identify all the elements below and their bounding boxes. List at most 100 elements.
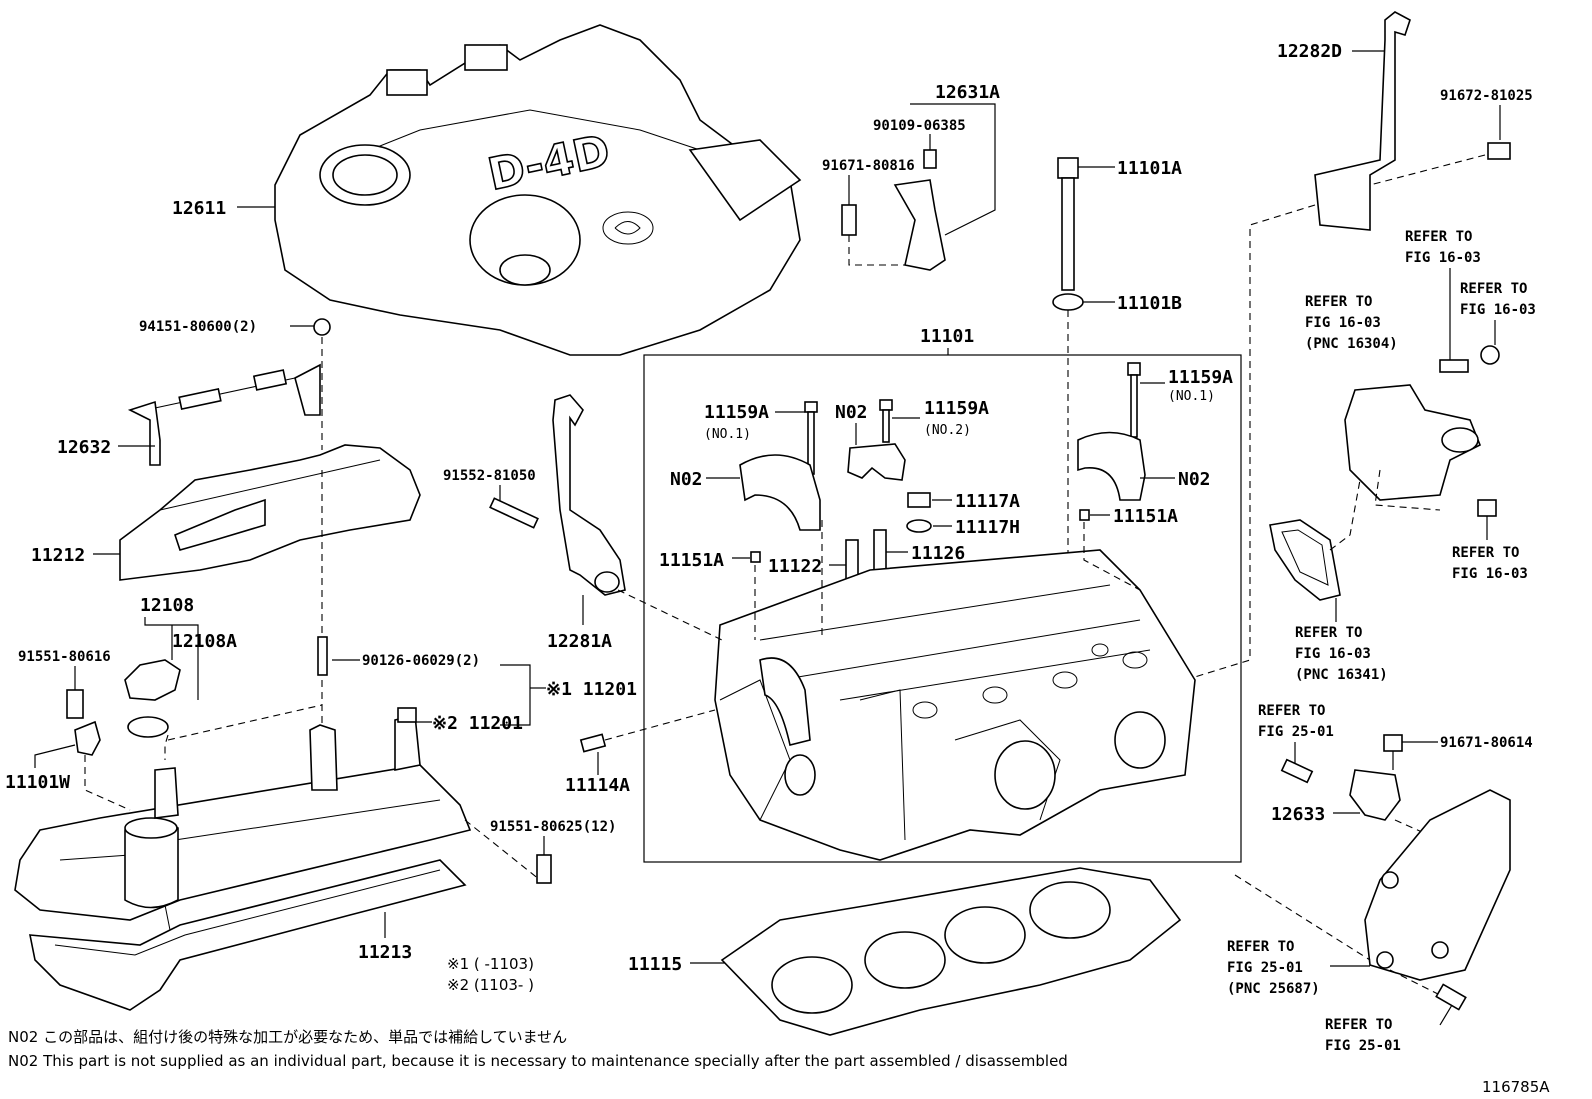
bolt-90109 (923, 149, 937, 169)
ref5-line2: FIG 16-03 (1295, 646, 1371, 662)
label-12631A: 12631A (935, 82, 1000, 103)
label-91551-80616: 91551-80616 (18, 649, 111, 665)
ref6-line2: FIG 25-01 (1258, 724, 1334, 740)
label-12108: 12108 (140, 595, 194, 616)
gasket-11213 (29, 859, 467, 1011)
label-12108A: 12108A (172, 631, 237, 652)
bolt-11101A-shank (1061, 177, 1075, 291)
label-11117A: 11117A (955, 491, 1020, 512)
oil-filler-cap-12108 (124, 659, 181, 701)
label-11159A-a: 11159A (704, 402, 769, 423)
label-11101: 11101 (920, 326, 974, 347)
footnote-en: N02 This part is not supplied as an indi… (8, 1052, 1068, 1070)
serial-note-1: ※1 ( -1103) (447, 955, 534, 973)
head-gasket-11115 (720, 867, 1182, 1036)
label-11101W: 11101W (5, 772, 70, 793)
label-91671-80816: 91671-80816 (822, 158, 915, 174)
label-11159A-c-sub: (NO.1) (1168, 389, 1215, 404)
label-11151A-a: 11151A (659, 550, 724, 571)
label-90109-06385: 90109-06385 (873, 118, 966, 134)
ref5-line3: (PNC 16341) (1295, 667, 1388, 683)
label-11101B: 11101B (1117, 293, 1182, 314)
bolt-91671-80614 (1383, 734, 1403, 752)
bolt-16-03 (1477, 499, 1497, 517)
serial-note-2: ※2 (1103- ) (447, 976, 534, 994)
bracket-12633 (1349, 769, 1401, 821)
ref1-line2: FIG 16-03 (1405, 250, 1481, 266)
bolt-11159A-mid (882, 409, 890, 443)
pin-11151A-left (750, 551, 761, 563)
label-11159A-a-sub: (NO.1) (704, 427, 751, 442)
pin-11151A-right (1079, 509, 1090, 521)
figure-id: 116785A (1482, 1078, 1550, 1096)
label-11159A-b-sub: (NO.2) (924, 423, 971, 438)
bolt-11159A-right (1130, 374, 1138, 438)
label-12633: 12633 (1271, 804, 1325, 825)
stud-90126 (317, 636, 328, 676)
nut-16-03 (1480, 345, 1500, 365)
bolt-91672 (1487, 142, 1511, 160)
label-N02-c: N02 (1178, 469, 1211, 490)
hook-12282D (1314, 11, 1411, 231)
engine-cover-drawing: D-4D (274, 24, 802, 356)
stud-16-03 (1439, 359, 1469, 373)
label-N02-a: N02 (670, 469, 703, 490)
label-11151A-b: 11151A (1113, 506, 1178, 527)
ref2-line1: REFER TO (1460, 281, 1527, 297)
label-11101A: 11101A (1117, 158, 1182, 179)
ref6-line1: REFER TO (1258, 703, 1325, 719)
label-94151-80600: 94151-80600(2) (139, 319, 257, 335)
label-11115: 11115 (628, 954, 682, 975)
gasket-11117H (906, 519, 932, 533)
label-12282D: 12282D (1277, 41, 1342, 62)
label-11117H: 11117H (955, 517, 1020, 538)
label-11201-2: ※2 11201 (432, 713, 523, 734)
ref7-line2: FIG 25-01 (1227, 960, 1303, 976)
ref5-line1: REFER TO (1295, 625, 1362, 641)
label-11159A-b: 11159A (924, 398, 989, 419)
bolt-91551-80616 (66, 689, 84, 719)
washer-11101B (1052, 293, 1084, 311)
label-11213: 11213 (358, 942, 412, 963)
label-N02-b: N02 (835, 402, 868, 423)
ref2-line2: FIG 16-03 (1460, 302, 1536, 318)
label-12632: 12632 (57, 437, 111, 458)
cover-11212 (119, 444, 421, 581)
label-91671-80614: 91671-80614 (1440, 735, 1533, 751)
bracket-12631A (893, 179, 946, 271)
bolt-25-01 (1435, 983, 1467, 1011)
bolt-91671-80816 (841, 204, 857, 236)
cylinder-head-cover-11201 (14, 707, 472, 931)
bracket-25687 (1364, 789, 1511, 981)
ref4-line1: REFER TO (1452, 545, 1519, 561)
label-11122: 11122 (768, 556, 822, 577)
cylinder-head-body (714, 549, 1196, 861)
water-outlet-16304 (1344, 384, 1482, 501)
ref7-line1: REFER TO (1227, 939, 1294, 955)
ref3-line3: (PNC 16304) (1305, 336, 1398, 352)
label-11201-1: ※1 11201 (546, 679, 637, 700)
gasket-16341 (1269, 519, 1341, 601)
hook-12281A (552, 394, 626, 596)
ref3-line2: FIG 16-03 (1305, 315, 1381, 331)
plug-11117A (907, 492, 931, 508)
gasket-12108A (127, 716, 169, 738)
label-12611: 12611 (172, 198, 226, 219)
label-11114A: 11114A (565, 775, 630, 796)
cam-cap-N02-mid (847, 443, 906, 481)
dowel-11114A (579, 733, 607, 753)
bolt-91551-80625 (536, 854, 552, 884)
ref1-line1: REFER TO (1405, 229, 1472, 245)
harness-12632 (127, 363, 321, 466)
ref8-line1: REFER TO (1325, 1017, 1392, 1033)
cam-cap-N02-right (1077, 431, 1146, 501)
label-11159A-c: 11159A (1168, 367, 1233, 388)
label-90126-06029: 90126-06029(2) (362, 653, 480, 669)
ref8-line2: FIG 25-01 (1325, 1038, 1401, 1054)
ref4-line2: FIG 16-03 (1452, 566, 1528, 582)
footnote-jp: N02 この部品は、組付け後の特殊な加工が必要なため、単品では補給していません (8, 1028, 567, 1046)
label-91672-81025: 91672-81025 (1440, 88, 1533, 104)
label-91551-80625: 91551-80625(12) (490, 819, 616, 835)
label-12281A: 12281A (547, 631, 612, 652)
